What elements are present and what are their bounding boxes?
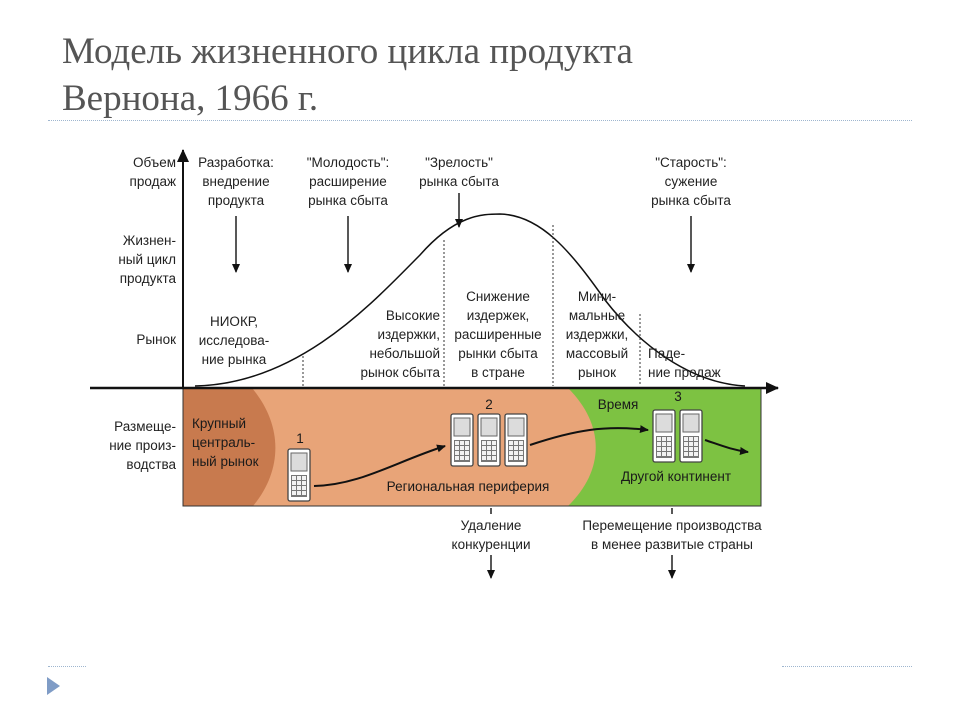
next-slide-icon[interactable]	[47, 677, 60, 695]
stage-maturity-l2: рынка сбыта	[419, 174, 499, 189]
note-relocation-l2: в менее развитые страны	[591, 537, 753, 552]
marker-3: 3	[674, 389, 682, 404]
note-min-costs-l3: издержки,	[566, 327, 629, 342]
note-min-costs-l4: массовый	[566, 346, 628, 361]
phone-icon-stage-2a	[450, 413, 474, 467]
footer-rule-left	[48, 666, 86, 667]
row-production-l1: Размеще-	[114, 419, 176, 434]
stage-youth-l1: "Молодость":	[307, 155, 390, 170]
note-sales-decline-l2: ние продаж	[648, 365, 721, 380]
phone-icon-stage-3a	[652, 409, 676, 463]
row-production-l2: ние произ-	[109, 438, 176, 453]
stage-youth-l2: расширение	[309, 174, 387, 189]
note-high-costs-l3: небольшой	[369, 346, 440, 361]
note-min-costs-l1: Мини-	[578, 289, 616, 304]
note-rnd-l1: НИОКР,	[210, 314, 258, 329]
region-continent-label: Другой континент	[621, 469, 731, 484]
note-min-costs-l5: рынок	[578, 365, 616, 380]
row-life-cycle-l2: ный цикл	[118, 252, 176, 267]
stage-youth-l3: рынка сбыта	[308, 193, 388, 208]
note-cost-reduction-l3: расширенные	[454, 327, 541, 342]
row-production-l3: водства	[126, 457, 176, 472]
footer-rule-right	[782, 666, 912, 667]
title-line-1: Модель жизненного цикла продукта	[62, 31, 633, 72]
row-sales-volume-l2: продаж	[130, 174, 176, 189]
flow-arrow-1-2	[313, 444, 446, 487]
stage-old-age-l3: рынка сбыта	[651, 193, 731, 208]
stage-development-l3: продукта	[208, 193, 265, 208]
note-cost-reduction-l1: Снижение	[466, 289, 530, 304]
phone-icon-stage-1	[287, 448, 311, 502]
note-high-costs-l4: рынок сбыта	[360, 365, 440, 380]
row-life-cycle-l3: продукта	[120, 271, 177, 286]
stage-maturity-l1: "Зрелость"	[425, 155, 493, 170]
phone-icon-stage-2b	[477, 413, 501, 467]
region-central-l1: Крупный	[192, 416, 246, 431]
region-time-label: Время	[598, 397, 639, 412]
title-line-2: Вернона, 1966 г.	[62, 78, 319, 119]
phone-icon-stage-2c	[504, 413, 528, 467]
stage-development-l2: внедрение	[202, 174, 269, 189]
marker-1: 1	[296, 431, 304, 446]
region-periphery-label: Региональная периферия	[387, 479, 550, 494]
note-high-costs-l1: Высокие	[386, 308, 440, 323]
note-competition-l1: Удаление	[461, 518, 522, 533]
note-cost-reduction-l2: издержек,	[467, 308, 530, 323]
note-rnd-l3: ние рынка	[202, 352, 267, 367]
note-rnd-l2: исследова-	[199, 333, 270, 348]
note-cost-reduction-l5: в стране	[471, 365, 525, 380]
note-high-costs-l2: издержки,	[377, 327, 440, 342]
stage-old-age-l2: сужение	[665, 174, 718, 189]
note-sales-decline-l1: Паде-	[648, 346, 685, 361]
phone-icon-stage-3b	[679, 409, 703, 463]
slide-title: Модель жизненного цикла продукта Вернона…	[62, 28, 922, 122]
flow-arrow-3-out	[704, 439, 749, 455]
title-divider	[48, 120, 912, 121]
note-cost-reduction-l4: рынки сбыта	[458, 346, 538, 361]
life-cycle-curve	[194, 213, 746, 387]
note-min-costs-l2: мальные	[569, 308, 625, 323]
stage-old-age-l1: "Старость":	[655, 155, 727, 170]
note-relocation-l1: Перемещение производства	[582, 518, 762, 533]
flow-arrow-2-3	[529, 425, 649, 446]
region-central-l3: ный рынок	[192, 454, 259, 469]
note-competition-l2: конкуренции	[452, 537, 531, 552]
row-life-cycle-l1: Жизнен-	[123, 233, 176, 248]
stage-development-l1: Разработка:	[198, 155, 274, 170]
central-market-region	[183, 388, 276, 506]
row-market: Рынок	[136, 332, 176, 347]
region-central-l2: централь-	[192, 435, 255, 450]
row-sales-volume-l1: Объем	[133, 155, 176, 170]
marker-2: 2	[485, 397, 493, 412]
